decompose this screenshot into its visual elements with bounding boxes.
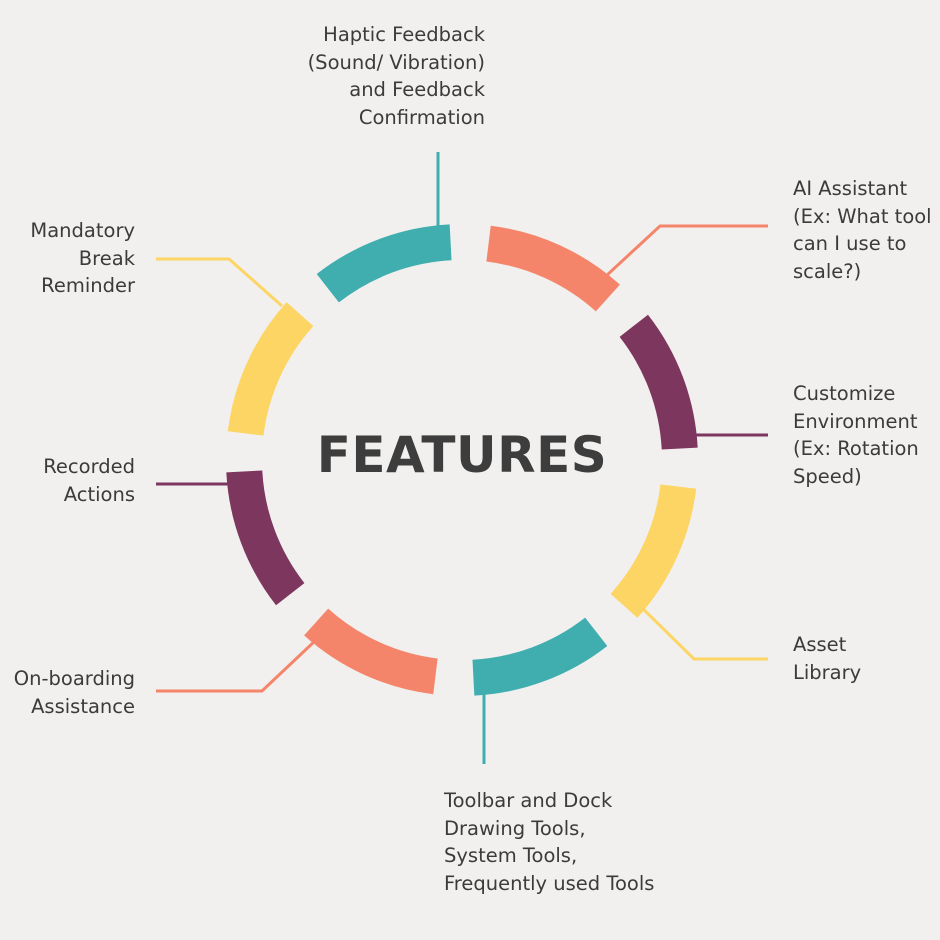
- feature-label-mandatory-break: Mandatory Break Reminder: [30, 219, 135, 297]
- feature-label-asset-library: Asset Library: [793, 633, 862, 684]
- feature-label-onboarding-assistance: On-boarding Assistance: [13, 667, 135, 718]
- arc-segment-customize-environment: [619, 314, 698, 450]
- arc-segment-haptic-feedback: [316, 224, 452, 303]
- arc-segment-mandatory-break: [227, 302, 314, 436]
- arc-segment-asset-library: [610, 484, 697, 618]
- feature-leader-lines: [156, 152, 768, 764]
- diagram-title: FEATURES: [316, 426, 608, 484]
- leader-line-asset-library: [634, 600, 768, 661]
- feature-label-recorded-actions: Recorded Actions: [43, 455, 135, 506]
- feature-label-ai-assistant: AI Assistant (Ex: What tool can I use to…: [793, 177, 932, 283]
- leader-line-ai-assistant: [604, 224, 768, 278]
- feature-label-haptic-feedback: Haptic Feedback (Sound/ Vibration) and F…: [307, 23, 485, 129]
- feature-label-customize-environment: Customize Environment (Ex: Rotation Spee…: [793, 382, 919, 488]
- arc-segment-ai-assistant: [486, 225, 620, 312]
- leader-line-mandatory-break: [156, 257, 283, 308]
- arc-segment-onboarding-assistance: [304, 608, 438, 695]
- leader-line-onboarding-assistance: [156, 638, 318, 693]
- feature-arc-ring: [226, 224, 698, 696]
- feature-label-toolbar-and-dock: Toolbar and Dock Drawing Tools, System T…: [444, 789, 655, 895]
- arc-segment-toolbar-and-dock: [472, 617, 608, 696]
- arc-segment-recorded-actions: [226, 470, 305, 606]
